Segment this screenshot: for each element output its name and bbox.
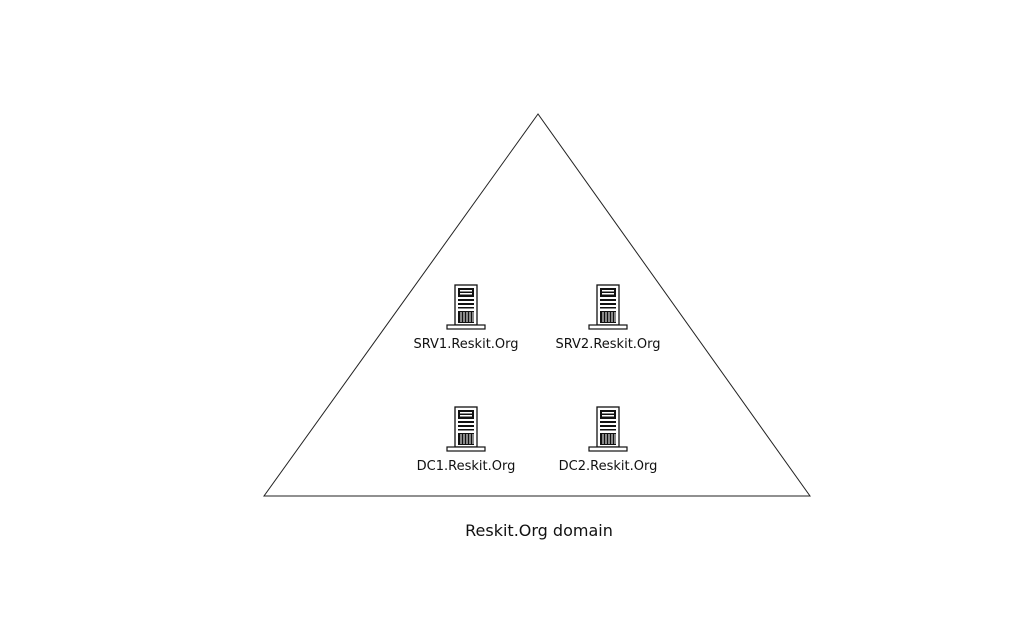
server-node-dc1[interactable]: DC1.Reskit.Org [417,406,516,474]
server-label-srv1: SRV1.Reskit.Org [413,337,518,352]
server-tower-icon [446,406,486,452]
server-node-srv2[interactable]: SRV2.Reskit.Org [555,284,661,352]
domain-label: Reskit.Org domain [465,521,613,540]
server-tower-icon [588,406,628,452]
server-label-srv2: SRV2.Reskit.Org [555,337,660,352]
server-node-dc2[interactable]: DC2.Reskit.Org [559,406,658,474]
server-tower-icon [446,284,486,330]
server-node-srv1[interactable]: SRV1.Reskit.Org [413,284,519,352]
domain-triangle [263,113,811,497]
server-tower-icon [588,284,628,330]
server-label-dc2: DC2.Reskit.Org [559,459,658,474]
server-label-dc1: DC1.Reskit.Org [417,459,516,474]
